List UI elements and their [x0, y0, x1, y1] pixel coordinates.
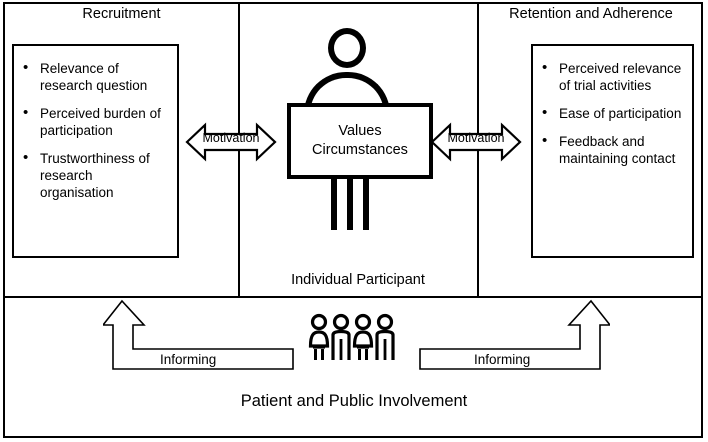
divider-ppi-band [4, 296, 703, 298]
individual-participant-label: Individual Participant [291, 272, 425, 288]
informing-arrow-left-icon [103, 299, 295, 371]
informing-arrow-right-icon [418, 299, 610, 371]
person-head-icon [328, 28, 366, 68]
people-group-icon [305, 313, 403, 371]
person-leg-right-icon [363, 168, 369, 230]
retention-factors-box: Perceived relevance of trial activities … [531, 44, 694, 258]
list-item: Feedback and maintaining contact [542, 132, 684, 167]
motivation-arrow-left-icon [185, 119, 277, 165]
list-item: Perceived burden of participation [23, 104, 169, 139]
list-item: Ease of participation [542, 104, 684, 122]
outer-frame [3, 2, 703, 438]
ppi-title-label: Patient and Public Involvement [240, 392, 468, 410]
person-leg-left-icon [331, 168, 337, 230]
list-item: Relevance of research question [23, 59, 169, 94]
person-leg-middle-icon [347, 168, 353, 230]
list-item: Perceived relevance of trial activities [542, 59, 684, 94]
retention-factors-list: Perceived relevance of trial activities … [533, 46, 692, 167]
column-title-recruitment: Recruitment [82, 6, 161, 22]
motivation-arrow-right-icon [430, 119, 522, 165]
recruitment-factors-box: Relevance of research question Perceived… [12, 44, 179, 258]
values-line-2: Circumstances [312, 142, 408, 158]
recruitment-factors-list: Relevance of research question Perceived… [14, 46, 177, 201]
column-title-retention: Retention and Adherence [509, 6, 673, 22]
list-item: Trustworthiness of research organisation [23, 149, 169, 201]
values-line-1: Values [338, 123, 382, 139]
values-circumstances-box: Values Circumstances [287, 103, 433, 179]
